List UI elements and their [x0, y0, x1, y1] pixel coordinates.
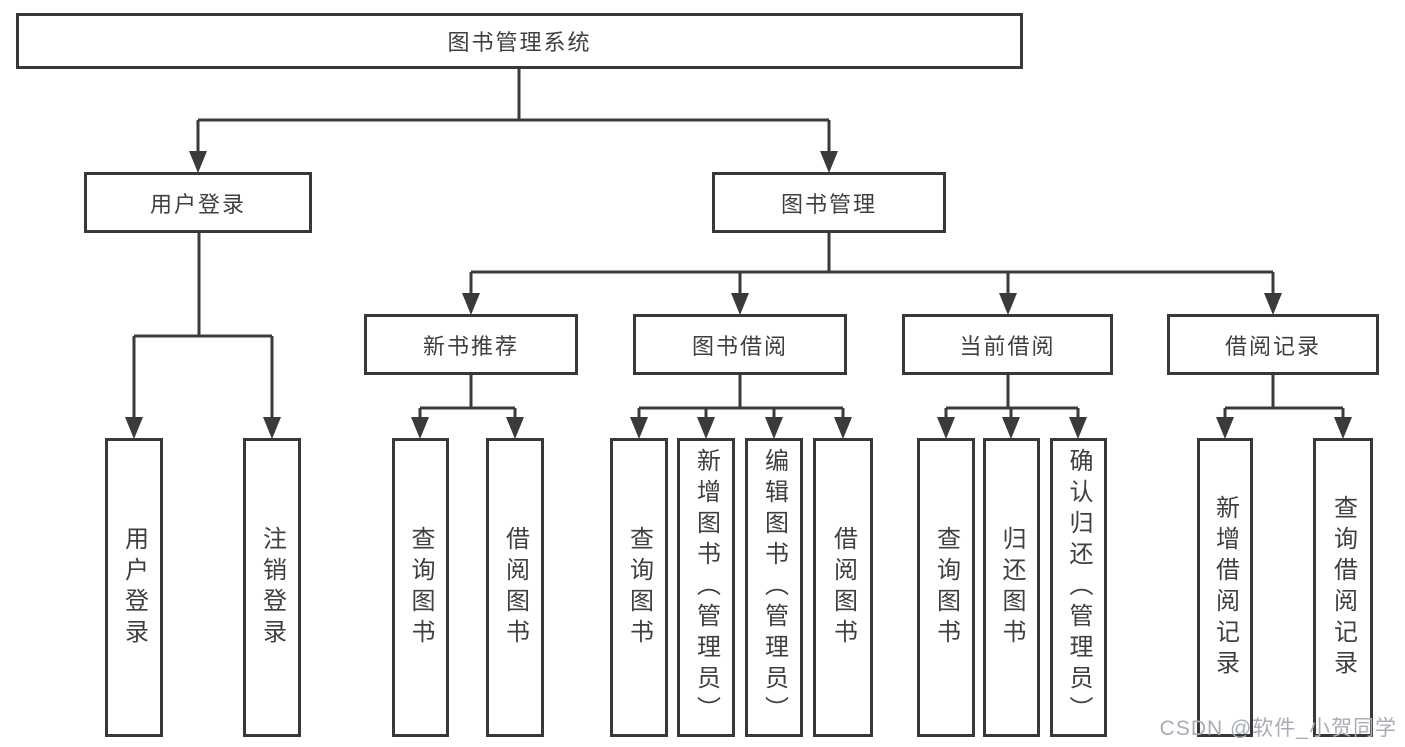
node-borrow-records: 借阅记录	[1167, 314, 1379, 375]
csdn-watermark: CSDN @软件_小贺同学	[1159, 717, 1397, 740]
node-current-borrow: 当前借阅	[902, 314, 1113, 375]
connector-lines	[132, 69, 1345, 418]
leaf-borrow-book: 借阅图书	[813, 438, 873, 737]
leaf-borrow-book: 借阅图书	[486, 438, 544, 737]
leaf-logout: 注销登录	[243, 438, 301, 737]
leaf-add-borrow-record: 新增借阅记录	[1197, 438, 1253, 737]
node-user-login: 用户登录	[84, 172, 312, 233]
leaf-add-book-admin: 新增图书（管理员）	[677, 438, 735, 737]
leaf-confirm-return-admin: 确认归还（管理员）	[1050, 438, 1107, 737]
node-new-book-recommend: 新书推荐	[364, 314, 578, 375]
leaf-query-book: 查询图书	[392, 438, 449, 737]
leaf-query-book: 查询图书	[610, 438, 668, 737]
node-root-system: 图书管理系统	[16, 13, 1023, 69]
node-book-management: 图书管理	[712, 172, 946, 233]
node-book-borrow: 图书借阅	[633, 314, 847, 375]
arrowhead-icons	[125, 151, 1352, 439]
leaf-query-borrow-record: 查询借阅记录	[1313, 438, 1373, 737]
leaf-edit-book-admin: 编辑图书（管理员）	[745, 438, 803, 737]
leaf-query-book: 查询图书	[917, 438, 975, 737]
leaf-user-login: 用户登录	[105, 438, 163, 737]
leaf-return-book: 归还图书	[983, 438, 1040, 737]
